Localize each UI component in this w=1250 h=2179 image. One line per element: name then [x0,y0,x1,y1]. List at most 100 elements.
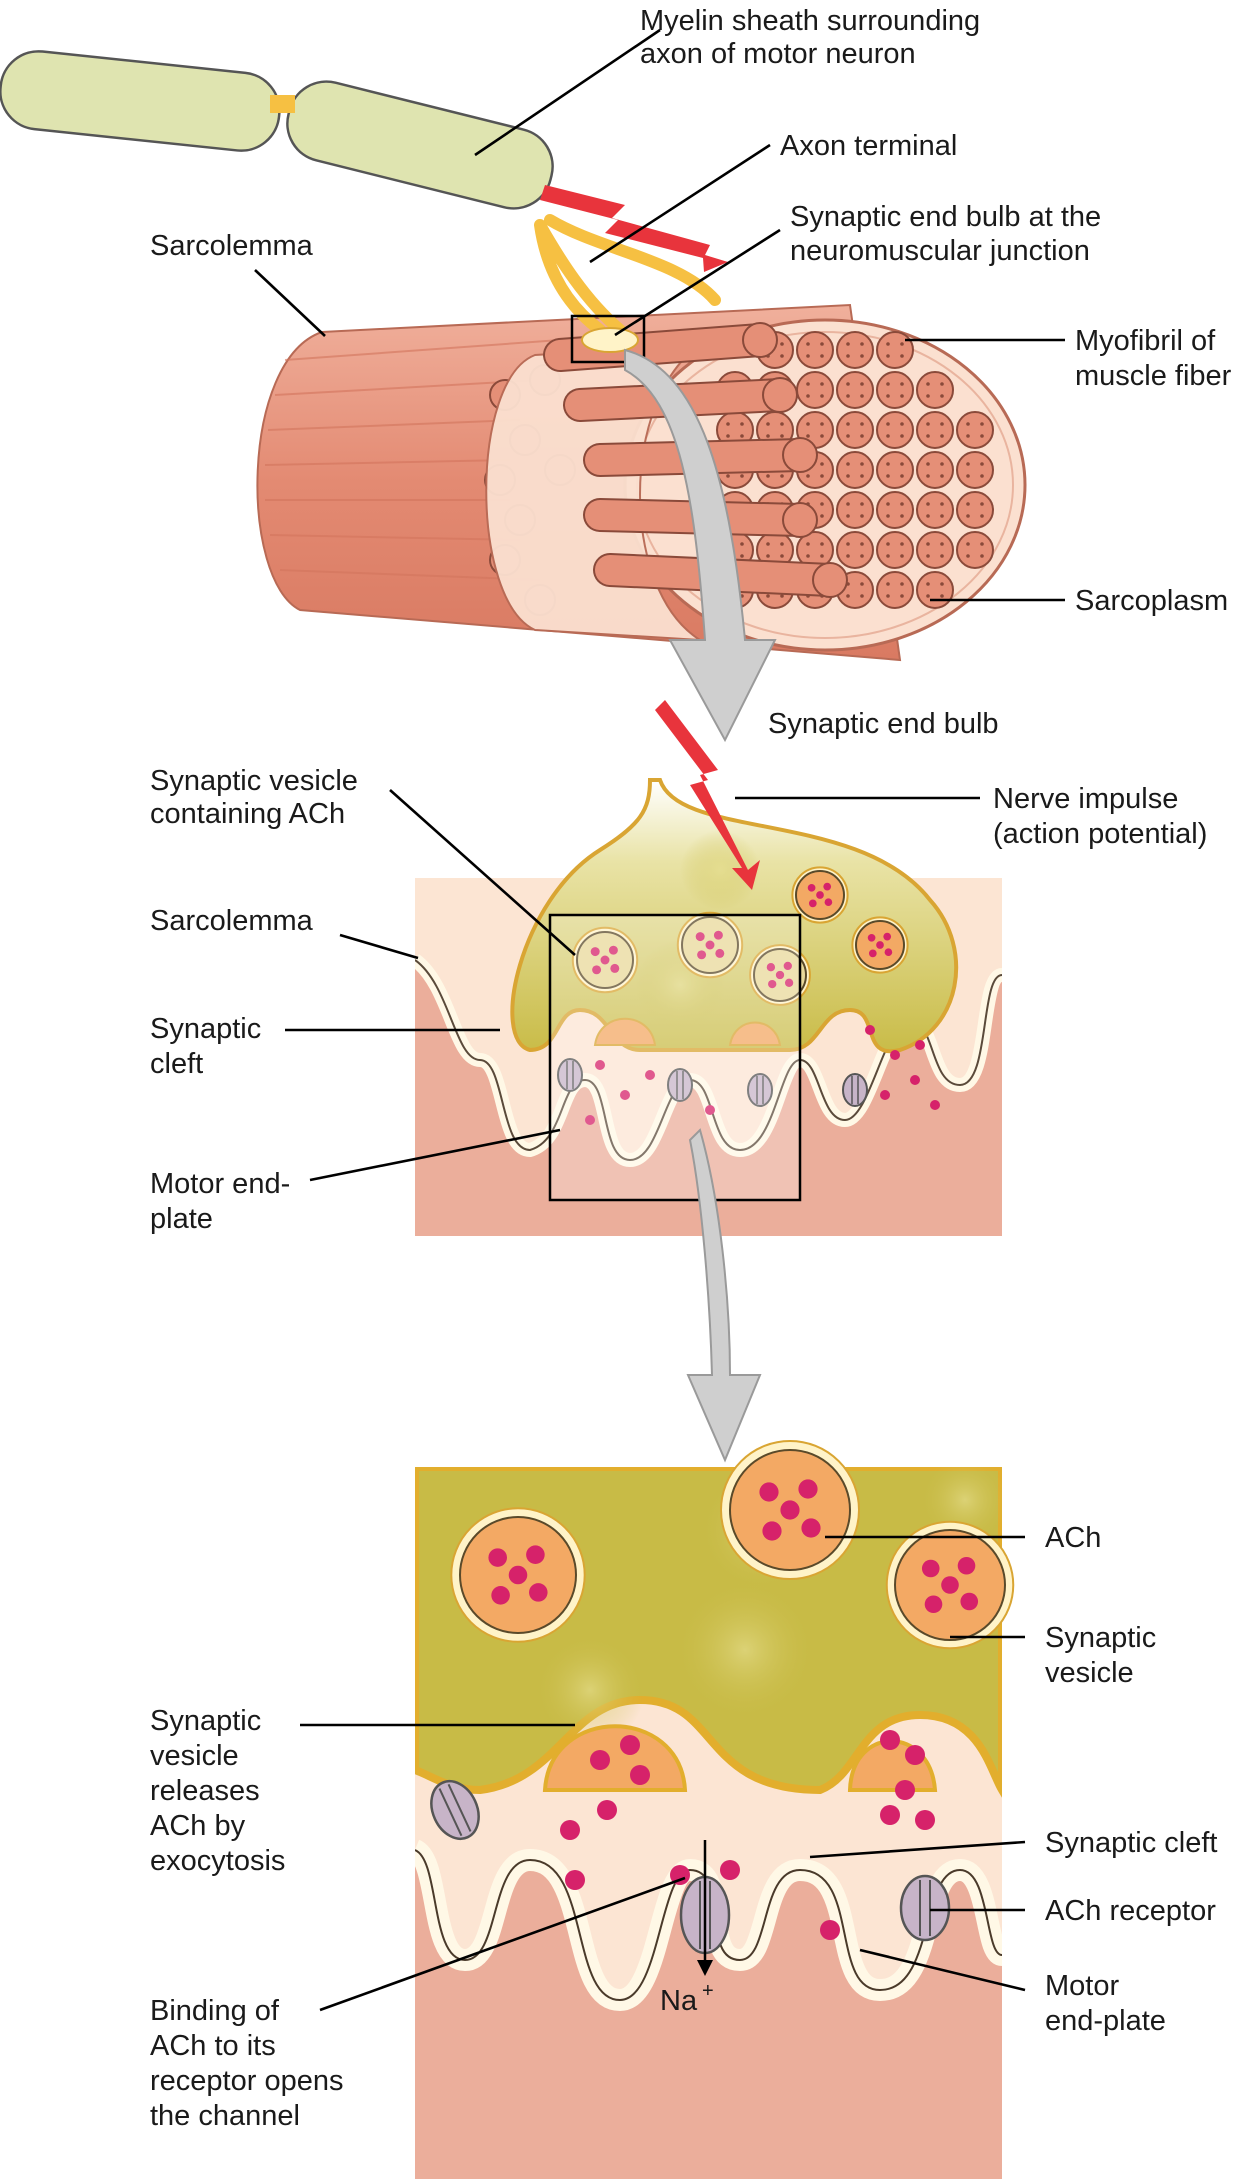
myofibril-dot [846,422,850,426]
myofibril-dot [926,514,930,518]
ach-molecule [884,948,893,957]
myofibril-dot [740,474,744,478]
myofibril-dot [860,422,864,426]
ach-molecule [695,932,705,942]
ach-molecule [807,883,816,892]
myofibril-dot [820,422,824,426]
label-cleft-bottom: Synaptic cleft [1045,1827,1217,1859]
ach-molecule [915,1810,935,1830]
myofibril-dot [900,434,904,438]
label-end-bulb-line1: Synaptic end bulb at the [790,201,1101,233]
myofibril-dot [900,422,904,426]
myofibril-dot [940,382,944,386]
myofibril-dot [900,382,904,386]
ach-molecule [808,899,817,908]
label-endplate-line1: Motor end- [150,1168,290,1200]
ach-molecule [880,1805,900,1825]
myofibril-dot [926,434,930,438]
myofibril-dot [980,542,984,546]
label-myelin-line1: Myelin sheath surrounding [640,5,980,37]
myofibril-rod-end [742,322,778,358]
myofibril-dot [860,462,864,466]
myofibril-rod-fill [545,325,775,370]
myofibril-dot [886,394,890,398]
myofibril-dot [966,502,970,506]
ach-molecule [930,1100,940,1110]
myofibril-dot [900,594,904,598]
label-sarcoplasm: Sarcoplasm [1075,585,1228,617]
myofibril-dot [820,462,824,466]
ach-receptor [667,1068,693,1102]
myofibril-dot [846,462,850,466]
ach-molecule [820,1920,840,1940]
myofibril-dot [980,434,984,438]
myofibril-dot [766,422,770,426]
ach-molecules-bottom [560,1730,935,1940]
ach-receptor-body [899,1874,951,1942]
myofibril-dot [900,514,904,518]
label-release-line5: exocytosis [150,1845,285,1877]
label-end-bulb: Synaptic end bulb [768,708,999,740]
myofibril-dot [886,342,890,346]
ach-molecule [780,1500,800,1520]
ach-receptor [747,1073,773,1107]
ach-molecule [924,1595,943,1614]
mid-leader-lines [285,789,980,1182]
myofibril-dot [780,434,784,438]
myofibril [956,491,994,529]
ach-molecule [705,940,715,950]
synaptic-vesicles-bottom [450,1440,1015,1792]
myofibril-dot [980,502,984,506]
myofibril-dot [940,434,944,438]
muscle-fiber-overview [0,50,1027,743]
label-endplate-line2: plate [150,1203,213,1235]
myofibril [916,451,954,489]
myofibril-rod-end [782,437,818,473]
myofibril-dot [966,542,970,546]
zoom-box-top [570,314,646,364]
myofibril-dot [980,554,984,558]
label-vesicle-line1: Synaptic vesicle [150,765,358,797]
ach-molecule [759,1482,779,1502]
myofibril-dot [980,462,984,466]
ach-molecule [915,1040,925,1050]
ach-molecule [880,1090,890,1100]
myofibril-dot [820,514,824,518]
synaptic-end-bulb-small [581,327,639,353]
label-impulse-line2: (action potential) [993,818,1207,850]
myofibril-dot [846,342,850,346]
ach-molecule [865,1025,875,1035]
myofibril-dot [846,394,850,398]
ach-molecule [610,963,620,973]
myofibril-dot [926,422,930,426]
myofibril [836,371,874,409]
ach-molecule [720,1860,740,1880]
ach-molecule [768,979,777,989]
ach-molecule [890,1050,900,1060]
myofibril [876,531,914,569]
myofibril-dot [966,462,970,466]
ach-molecule [880,1730,900,1750]
myofibril [916,411,954,449]
ach-molecule [620,1090,630,1100]
ach-molecule [883,932,892,941]
myofibril-dot [940,582,944,586]
myofibril-dot [886,382,890,386]
myofibril-dot [900,542,904,546]
ach-molecule [905,1745,925,1765]
myofibril-dot [966,514,970,518]
ach-receptor [557,1058,583,1092]
myofibril-dot [820,342,824,346]
ach-molecule [565,1870,585,1890]
myofibril-dot [806,542,810,546]
myofibril [836,451,874,489]
ach-molecule [608,945,618,955]
label-binding-line1: Binding of [150,1995,280,2027]
myofibril-dot [780,474,784,478]
exocytosis-pocket [593,1017,657,1046]
myofibril-dot [940,394,944,398]
myofibril-dot [940,542,944,546]
ach-molecule [910,1075,920,1085]
myofibril [916,571,954,609]
myofibril-dot [726,434,730,438]
